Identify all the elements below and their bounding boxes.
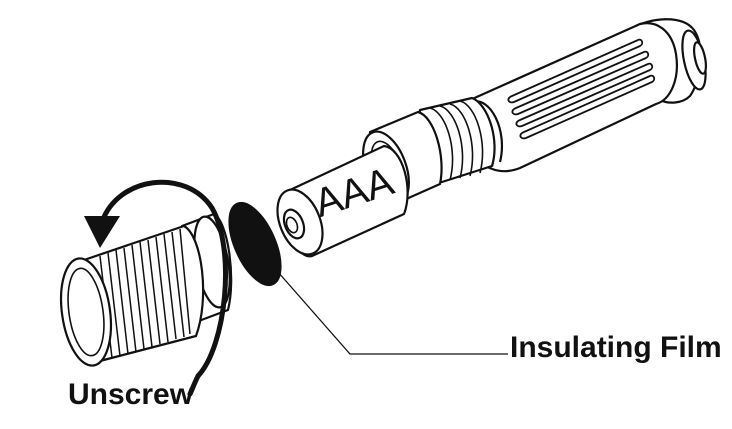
insulating-film <box>228 201 282 287</box>
grip-grooves <box>507 38 656 140</box>
head-cap <box>59 212 233 367</box>
unscrew-label: Unscrew <box>68 378 194 411</box>
arrowhead-icon <box>84 216 120 248</box>
aaa-battery: AAA <box>276 144 409 258</box>
film-leader-line <box>277 271 508 355</box>
grip-tube <box>461 22 678 173</box>
unscrew-arrow <box>84 179 228 397</box>
insulating-film-label: Insulating Film <box>510 331 722 364</box>
knurling <box>99 228 191 359</box>
